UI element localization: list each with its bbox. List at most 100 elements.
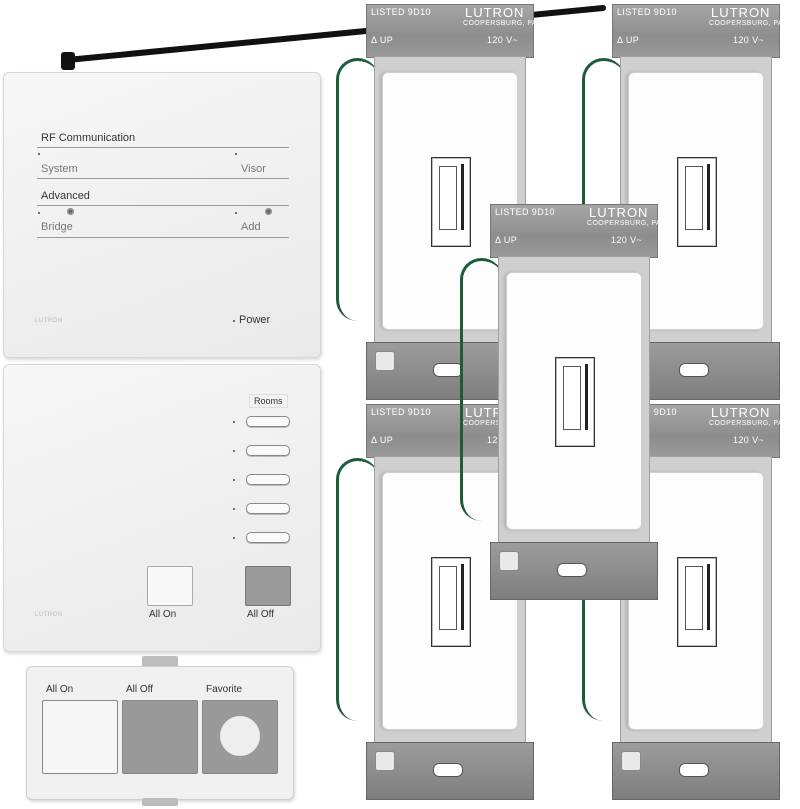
favorite-circle-icon <box>220 716 260 756</box>
listing-label: LISTED 9D10 <box>371 407 431 417</box>
all-off-label: All Off <box>247 609 275 620</box>
level-indicator <box>461 564 464 630</box>
brand-label: LUTRON <box>711 5 771 20</box>
divider <box>37 237 289 238</box>
rf-interface-plate: RF Communication System Visor Advanced B… <box>3 72 321 358</box>
slider-knob[interactable] <box>685 566 703 630</box>
terminal-screw <box>499 551 519 571</box>
brand-label: LUTRON <box>711 405 771 420</box>
dimmer-slider[interactable] <box>555 357 595 447</box>
brand-logo: LUTRON <box>35 318 63 324</box>
dimmer-faceplate <box>506 272 642 530</box>
fob-favorite-button[interactable] <box>202 700 278 774</box>
rooms-label: Rooms <box>249 394 288 408</box>
mounting-yoke-bottom <box>366 742 534 800</box>
power-label: Power <box>239 314 271 326</box>
room-button-4[interactable] <box>246 503 290 514</box>
location-label: COOPERSBURG, PA <box>709 20 783 27</box>
mounting-hole <box>433 763 463 777</box>
tabletop-control-plate: Rooms All On All Off LUTRON <box>3 364 321 652</box>
all-on-button[interactable] <box>147 566 193 606</box>
mounting-yoke-bottom <box>612 742 780 800</box>
ground-wire <box>582 58 625 321</box>
terminal-screw <box>375 751 395 771</box>
rf-title: RF Communication <box>41 132 136 144</box>
indicator-dot <box>235 153 237 155</box>
level-indicator <box>585 364 588 430</box>
dimmer-slider[interactable] <box>677 157 717 247</box>
brand-logo: LUTRON <box>35 612 63 618</box>
brand-label: LUTRON <box>589 205 649 220</box>
fob-all-off-label: All Off <box>126 684 154 695</box>
level-indicator <box>707 564 710 630</box>
keyfob-clip-top <box>142 656 178 668</box>
room-button-3[interactable] <box>246 474 290 485</box>
level-indicator <box>707 164 710 230</box>
up-label: Δ UP <box>495 235 518 245</box>
ground-wire <box>336 58 379 321</box>
keyfob-clip-bottom <box>142 798 178 806</box>
ground-wire <box>336 458 379 721</box>
ground-wire <box>460 258 503 521</box>
indicator-dot <box>233 508 235 510</box>
mounting-yoke-bottom <box>490 542 658 600</box>
fob-all-off-button[interactable] <box>122 700 198 774</box>
up-label: Δ UP <box>371 35 394 45</box>
room-button-2[interactable] <box>246 445 290 456</box>
mounting-hole <box>557 563 587 577</box>
indicator-dot <box>233 421 235 423</box>
fob-all-on-button[interactable] <box>42 700 118 774</box>
mounting-hole <box>433 363 463 377</box>
divider <box>37 178 289 179</box>
all-off-button[interactable] <box>245 566 291 606</box>
divider <box>37 205 289 206</box>
slider-knob[interactable] <box>439 166 457 230</box>
mounting-hole <box>679 363 709 377</box>
dimmer-slider[interactable] <box>431 557 471 647</box>
room-button-1[interactable] <box>246 416 290 427</box>
location-label: COOPERSBURG, PA <box>709 420 783 427</box>
all-on-label: All On <box>149 609 177 620</box>
slider-knob[interactable] <box>439 566 457 630</box>
system-label: System <box>41 163 78 175</box>
rating-label: 120 V~ <box>611 235 643 245</box>
indicator-dot <box>233 537 235 539</box>
dimmer-slider[interactable] <box>677 557 717 647</box>
up-label: Δ UP <box>371 435 394 445</box>
indicator-dot <box>233 479 235 481</box>
power-dot <box>233 320 235 322</box>
location-label: COOPERSBURG, PA <box>587 220 661 227</box>
level-indicator <box>461 164 464 230</box>
keyfob-remote: All On All Off Favorite <box>26 666 294 800</box>
up-label: Δ UP <box>617 35 640 45</box>
rating-label: 120 V~ <box>733 435 765 445</box>
room-button-5[interactable] <box>246 532 290 543</box>
listing-label: LISTED 9D10 <box>495 207 555 217</box>
listing-label: LISTED 9D10 <box>371 7 431 17</box>
add-label: Add <box>241 221 261 233</box>
indicator-dot <box>235 212 237 214</box>
listing-label: LISTED 9D10 <box>617 7 677 17</box>
terminal-screw <box>621 751 641 771</box>
location-label: COOPERSBURG, PA <box>463 20 537 27</box>
rating-label: 120 V~ <box>733 35 765 45</box>
indicator-dot <box>38 212 40 214</box>
rating-label: 120 V~ <box>487 35 519 45</box>
fob-favorite-label: Favorite <box>206 684 243 695</box>
slider-knob[interactable] <box>685 166 703 230</box>
visor-label: Visor <box>241 163 266 175</box>
brand-label: LUTRON <box>465 5 525 20</box>
bridge-led[interactable] <box>67 208 74 215</box>
add-led[interactable] <box>265 208 272 215</box>
terminal-screw <box>375 351 395 371</box>
slider-knob[interactable] <box>563 366 581 430</box>
indicator-dot <box>38 153 40 155</box>
dimmer-slider[interactable] <box>431 157 471 247</box>
divider <box>37 147 289 148</box>
dimmer-faceplate <box>628 72 764 330</box>
